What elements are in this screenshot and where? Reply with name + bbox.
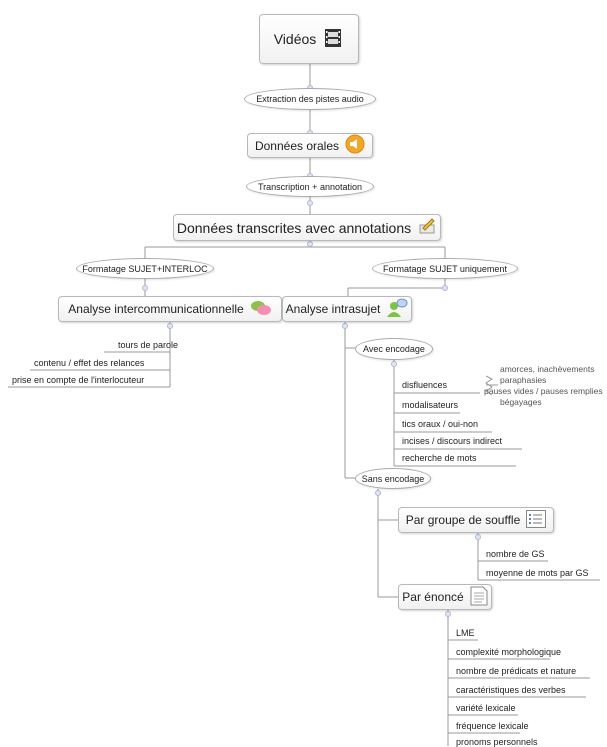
enonce-item-variete[interactable]: variété lexicale bbox=[456, 703, 516, 713]
enonce-item-predicats[interactable]: nombre de prédicats et nature bbox=[456, 666, 577, 676]
extraction-audio-link[interactable]: Extraction des pistes audio bbox=[244, 88, 376, 110]
sans-encodage-node[interactable]: Sans encodage bbox=[355, 468, 431, 489]
speaker-icon bbox=[345, 134, 365, 157]
inter-item-relances[interactable]: contenu / effet des relances bbox=[34, 358, 145, 368]
chat-bubbles-icon bbox=[250, 299, 272, 320]
list-icon bbox=[526, 509, 547, 531]
enonce-item-verbes[interactable]: caractéristiques des verbes bbox=[456, 685, 566, 695]
avec-item-recherche[interactable]: recherche de mots bbox=[402, 453, 477, 463]
avec-item-disfluences[interactable]: disfluences bbox=[402, 380, 448, 390]
inter-item-interlocuteur[interactable]: prise en compte de l'interlocuteur bbox=[12, 375, 145, 385]
format-sujet-interloc-link[interactable]: Formatage SUJET+INTERLOC bbox=[76, 258, 214, 279]
souffle-item-nombre[interactable]: nombre de GS bbox=[486, 549, 545, 559]
souffle-label: Par groupe de souffle bbox=[405, 513, 521, 527]
inter-analysis-label: Analyse intercommunicationnelle bbox=[68, 302, 244, 316]
enonce-label: Par énoncé bbox=[402, 590, 464, 604]
transcription-annotation-link[interactable]: Transcription + annotation bbox=[246, 176, 374, 197]
enonce-item-frequence[interactable]: fréquence lexicale bbox=[456, 721, 529, 731]
disfluence-note-pauses: pauses vides / pauses remplies bbox=[484, 386, 603, 396]
root-node-videos[interactable]: Vidéos bbox=[259, 14, 359, 64]
enonce-item-pronoms[interactable]: pronoms personnels bbox=[456, 737, 538, 747]
enonce-item-morpho[interactable]: complexité morphologique bbox=[456, 647, 562, 657]
user-chat-icon bbox=[386, 298, 408, 321]
intra-analysis-label: Analyse intrasujet bbox=[285, 302, 381, 316]
document-icon bbox=[470, 586, 488, 609]
transcribed-data-node[interactable]: Données transcrites avec annotations bbox=[173, 214, 441, 241]
disfluence-note-begayages: bégayages bbox=[500, 397, 542, 407]
disfluence-note-paraphasies: paraphasies bbox=[500, 375, 547, 385]
avec-item-incises[interactable]: incises / discours indirect bbox=[402, 436, 503, 446]
root-label: Vidéos bbox=[273, 31, 317, 47]
avec-encodage-node[interactable]: Avec encodage bbox=[355, 338, 433, 360]
transcribed-data-label: Données transcrites avec annotations bbox=[176, 219, 412, 236]
oral-data-label: Données orales bbox=[254, 138, 340, 153]
oral-data-node[interactable]: Données orales bbox=[247, 133, 373, 158]
souffle-item-moyenne[interactable]: moyenne de mots par GS bbox=[486, 568, 589, 578]
enonce-item-lme[interactable]: LME bbox=[456, 628, 475, 638]
intra-analysis-node[interactable]: Analyse intrasujet bbox=[282, 296, 412, 322]
pencil-paper-icon bbox=[417, 216, 437, 239]
disfluence-note-amorces: amorces, inachèvements bbox=[500, 364, 595, 374]
film-strip-icon bbox=[322, 27, 344, 52]
souffle-node[interactable]: Par groupe de souffle bbox=[398, 507, 554, 533]
format-sujet-only-link[interactable]: Formatage SUJET uniquement bbox=[372, 258, 518, 279]
inter-item-tours[interactable]: tours de parole bbox=[118, 340, 179, 350]
enonce-node[interactable]: Par énoncé bbox=[398, 584, 492, 610]
avec-item-tics[interactable]: tics oraux / oui-non bbox=[402, 419, 479, 429]
avec-item-modalisateurs[interactable]: modalisateurs bbox=[402, 400, 459, 410]
inter-analysis-node[interactable]: Analyse intercommunicationnelle bbox=[58, 296, 282, 322]
